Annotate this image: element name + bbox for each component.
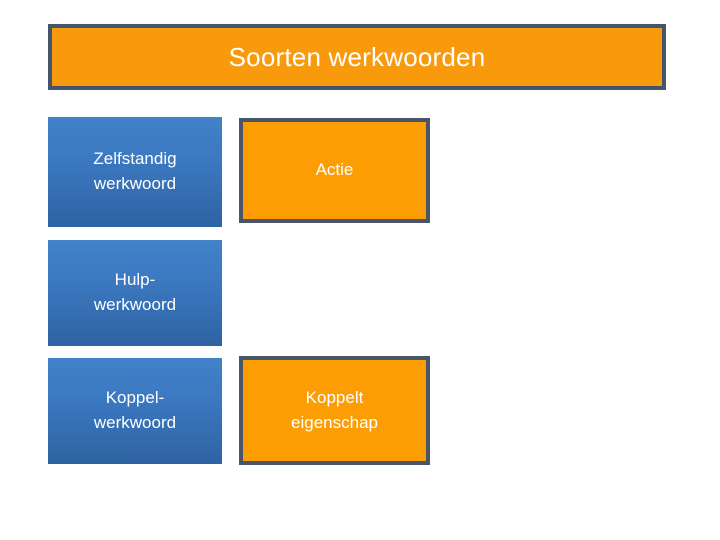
verb-function-label-3: Koppelt eigenschap — [291, 387, 378, 432]
verb-function-label-1: Actie — [315, 160, 354, 180]
page-title: Soorten werkwoorden — [228, 41, 486, 72]
verb-function-box-1[interactable]: Actie — [239, 118, 430, 223]
verb-type-label-1: Zelfstandig werkwoord — [93, 149, 177, 193]
verb-function-box-3[interactable]: Koppelt eigenschap — [239, 356, 430, 465]
verb-type-label-3: Koppel- werkwoord — [93, 388, 177, 432]
verb-type-label-2: Hulp- werkwoord — [93, 270, 177, 314]
verb-type-box-2[interactable]: Hulp- werkwoord — [48, 240, 222, 346]
verb-type-box-3[interactable]: Koppel- werkwoord — [48, 358, 222, 464]
slide-title-banner: Soorten werkwoorden — [48, 24, 666, 90]
verb-type-box-1[interactable]: Zelfstandig werkwoord — [48, 117, 222, 227]
